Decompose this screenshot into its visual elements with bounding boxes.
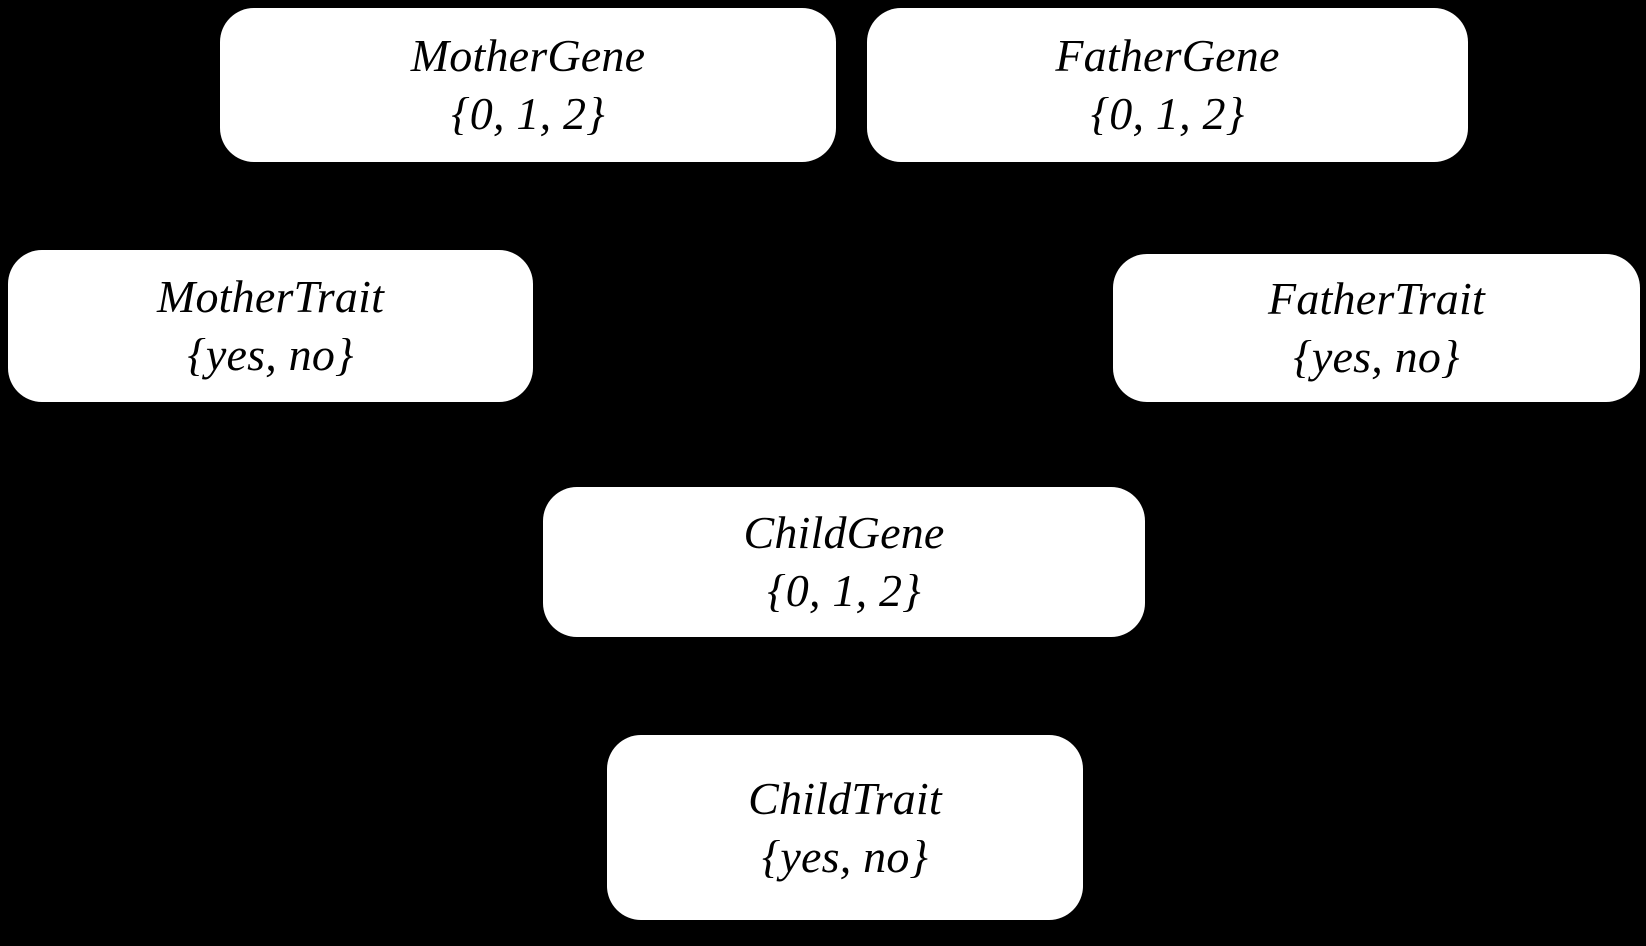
edge-mother-gene-to-child-gene xyxy=(598,161,762,488)
node-mother-trait-domain: {yes, no} xyxy=(187,329,354,380)
node-mother-gene[interactable]: MotherGene {0, 1, 2} xyxy=(220,8,836,162)
node-father-trait-domain: {yes, no} xyxy=(1293,331,1460,382)
edge-mother-gene-to-mother-trait xyxy=(279,160,421,252)
node-father-trait-label: FatherTrait xyxy=(1268,273,1485,325)
node-child-gene-domain: {0, 1, 2} xyxy=(767,565,921,616)
node-mother-trait-label: MotherTrait xyxy=(156,271,385,323)
node-child-trait[interactable]: ChildTrait {yes, no} xyxy=(607,735,1083,920)
edge-father-gene-to-child-gene xyxy=(938,161,1082,488)
node-child-gene[interactable]: ChildGene {0, 1, 2} xyxy=(543,487,1145,637)
node-father-trait[interactable]: FatherTrait {yes, no} xyxy=(1113,254,1640,402)
edge-father-gene-to-father-trait xyxy=(1239,160,1371,256)
node-child-trait-label: ChildTrait xyxy=(748,772,942,824)
node-father-gene-domain: {0, 1, 2} xyxy=(1090,88,1245,139)
node-mother-gene-domain: {0, 1, 2} xyxy=(451,88,605,139)
node-mother-trait[interactable]: MotherTrait {yes, no} xyxy=(8,250,533,402)
node-mother-gene-label: MotherGene xyxy=(410,30,646,82)
node-father-gene-label: FatherGene xyxy=(1055,30,1280,82)
node-father-gene[interactable]: FatherGene {0, 1, 2} xyxy=(867,8,1468,162)
node-child-gene-label: ChildGene xyxy=(743,507,945,559)
node-child-trait-domain: {yes, no} xyxy=(761,830,929,882)
